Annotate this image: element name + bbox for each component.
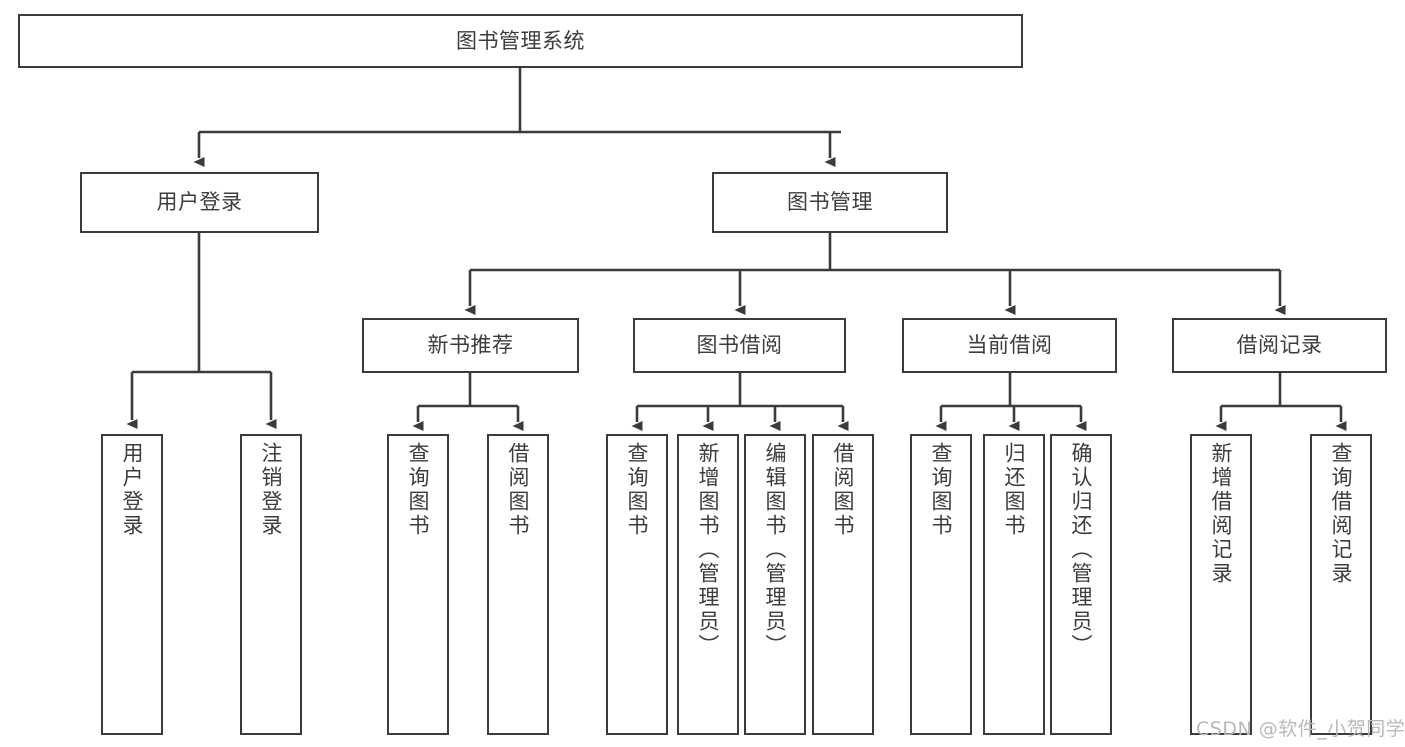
node-current-borrow[interactable]: 当前借阅 [902, 318, 1117, 373]
node-leaf-add-book-label: 新增图书（管理员） [696, 442, 721, 658]
node-current-borrow-label: 当前借阅 [966, 333, 1053, 358]
node-leaf-user-login-label: 用户登录 [120, 442, 145, 538]
node-leaf-add-record[interactable]: 新增借阅记录 [1190, 434, 1252, 735]
node-leaf-query-book-3-label: 查询图书 [929, 442, 954, 538]
node-leaf-return-book-label: 归还图书 [1002, 442, 1027, 538]
node-leaf-edit-book[interactable]: 编辑图书（管理员） [744, 434, 806, 735]
node-leaf-add-record-label: 新增借阅记录 [1209, 442, 1234, 586]
node-leaf-return-book[interactable]: 归还图书 [983, 434, 1045, 735]
node-leaf-query-book-1-label: 查询图书 [406, 442, 431, 538]
node-leaf-query-book-3[interactable]: 查询图书 [910, 434, 972, 735]
node-user-login-label: 用户登录 [156, 190, 243, 215]
node-leaf-borrow-book-2[interactable]: 借阅图书 [812, 434, 874, 735]
node-borrow-record[interactable]: 借阅记录 [1172, 318, 1387, 373]
node-book-manage-label: 图书管理 [787, 190, 873, 215]
node-leaf-borrow-book-2-label: 借阅图书 [831, 442, 856, 538]
node-borrow-record-label: 借阅记录 [1236, 333, 1323, 358]
node-leaf-user-logout[interactable]: 注销登录 [240, 434, 302, 735]
node-leaf-borrow-book-1-label: 借阅图书 [506, 442, 531, 538]
node-leaf-user-login[interactable]: 用户登录 [101, 434, 163, 735]
node-book-manage[interactable]: 图书管理 [712, 172, 948, 233]
node-leaf-add-book[interactable]: 新增图书（管理员） [677, 434, 739, 735]
node-new-book-recommend-label: 新书推荐 [427, 333, 514, 358]
node-leaf-borrow-book-1[interactable]: 借阅图书 [487, 434, 549, 735]
node-root-label: 图书管理系统 [456, 28, 585, 53]
node-leaf-user-logout-label: 注销登录 [259, 442, 284, 538]
node-leaf-query-book-2[interactable]: 查询图书 [606, 434, 668, 735]
node-leaf-query-record[interactable]: 查询借阅记录 [1310, 434, 1372, 735]
node-book-borrow[interactable]: 图书借阅 [633, 318, 846, 373]
node-leaf-confirm-return-label: 确认归还（管理员） [1069, 442, 1094, 658]
node-leaf-query-book-2-label: 查询图书 [625, 442, 650, 538]
node-user-login[interactable]: 用户登录 [80, 172, 319, 233]
csdn-watermark: CSDN @软件_小贺同学 [1196, 718, 1405, 740]
node-leaf-query-book-1[interactable]: 查询图书 [387, 434, 449, 735]
node-leaf-confirm-return[interactable]: 确认归还（管理员） [1050, 434, 1112, 735]
node-leaf-query-record-label: 查询借阅记录 [1329, 442, 1354, 586]
node-root[interactable]: 图书管理系统 [18, 14, 1023, 68]
node-leaf-edit-book-label: 编辑图书（管理员） [763, 442, 788, 658]
node-book-borrow-label: 图书借阅 [696, 333, 783, 358]
node-new-book-recommend[interactable]: 新书推荐 [362, 318, 579, 373]
